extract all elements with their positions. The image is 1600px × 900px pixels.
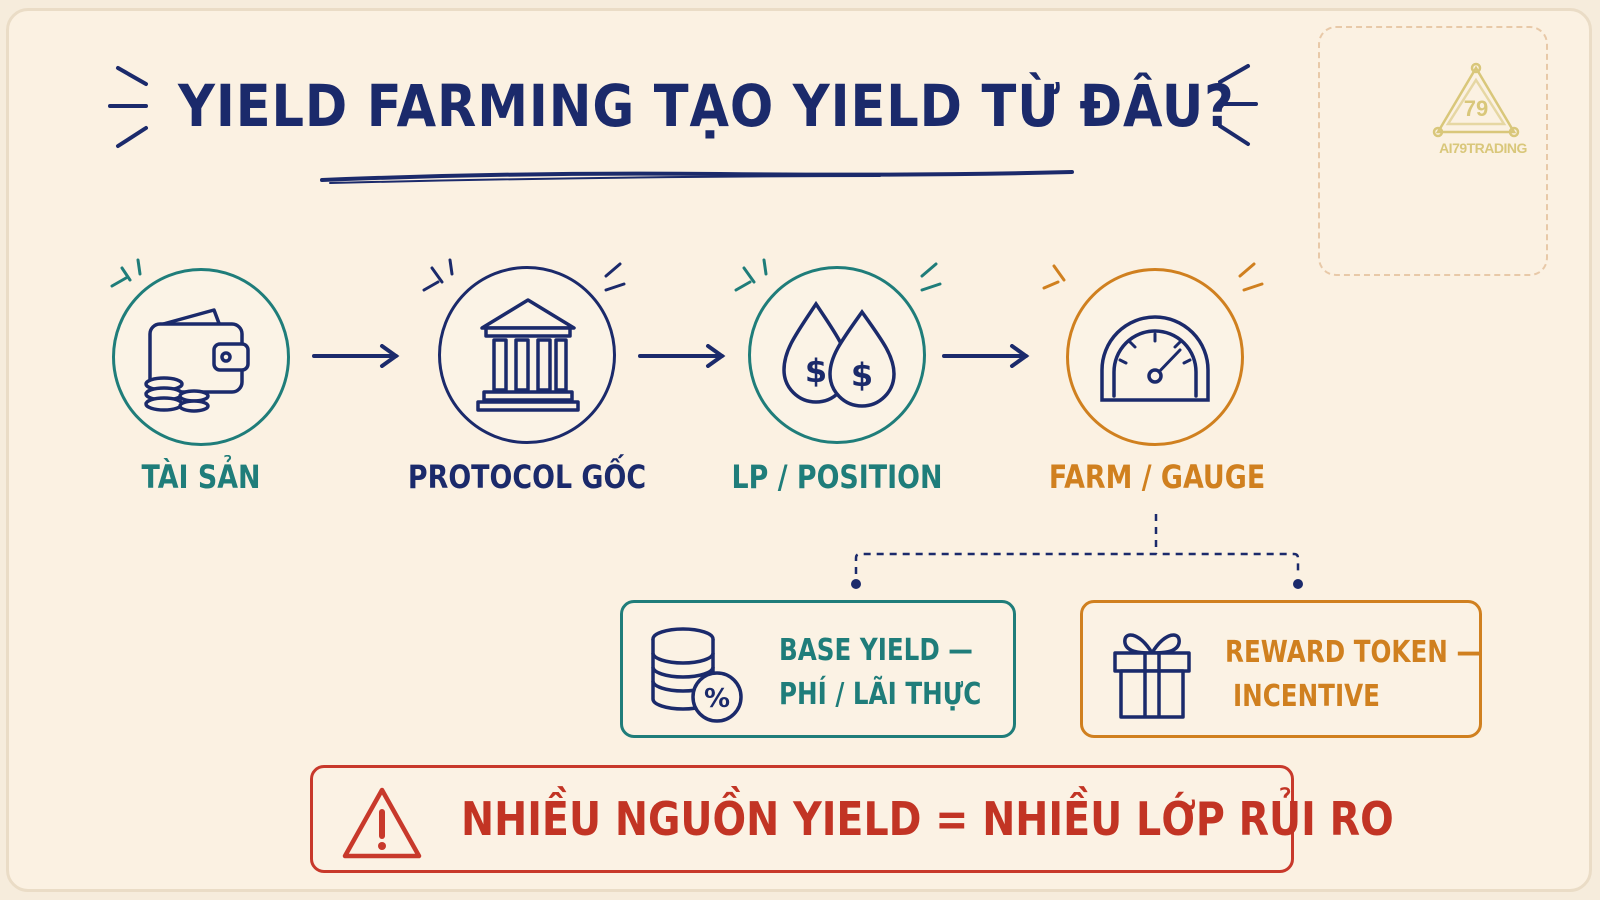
base-yield-line1: BASE YIELD — (779, 633, 973, 668)
canvas-frame (6, 8, 1592, 892)
logo-placeholder-box (1318, 26, 1548, 276)
svg-text:$: $ (851, 356, 873, 394)
step3-rays (734, 258, 942, 292)
wallet-icon (144, 308, 250, 413)
gauge-icon (1100, 315, 1210, 402)
base-yield-card: % BASE YIELD — PHÍ / LÃI THỰC (620, 600, 1016, 738)
risk-warning-banner: NHIỀU NGUỒN YIELD = NHIỀU LỚP RỦI RO (310, 765, 1394, 873)
warning-icon (342, 787, 422, 859)
title-underline (320, 170, 1074, 184)
reward-token-line2: INCENTIVE (1233, 679, 1380, 714)
reward-token-card: REWARD TOKEN — INCENTIVE (1080, 600, 1482, 738)
base-yield-line2: PHÍ / LÃI THỰC (779, 677, 982, 712)
arrow-1-icon (312, 344, 400, 368)
step-label-protocol: PROTOCOL GỐC (407, 458, 647, 496)
title-burst-left-icon (108, 66, 148, 148)
step1-rays (110, 258, 142, 288)
step-label-lp: LP / POSITION (731, 458, 943, 496)
page-title: YIELD FARMING TẠO YIELD TỪ ĐÂU? (178, 72, 1235, 140)
step4-rays (1042, 262, 1264, 292)
liquidity-drops-icon: $ $ (782, 300, 896, 408)
logo-mark: 79 (1464, 96, 1488, 121)
coin-stack-percent-icon: % (651, 627, 743, 723)
arrow-3-icon (942, 344, 1030, 368)
svg-text:%: % (704, 684, 730, 714)
gift-icon (1113, 633, 1191, 719)
step-label-assets: TÀI SẢN (141, 458, 261, 496)
title-burst-right-icon (1218, 64, 1258, 146)
step2-rays (422, 258, 626, 292)
reward-token-line1: REWARD TOKEN — (1225, 635, 1482, 670)
arrow-2-icon (638, 344, 726, 368)
step-label-farm: FARM / GAUGE (1048, 458, 1266, 496)
logo-text: AI79TRADING (1439, 140, 1527, 156)
ai79-logo-icon: 79 (1432, 62, 1520, 138)
bank-icon (476, 298, 580, 412)
step-circle-farm (1066, 268, 1244, 446)
risk-warning-text: NHIỀU NGUỒN YIELD = NHIỀU LỚP RỦI RO (461, 792, 1394, 846)
svg-text:$: $ (805, 352, 827, 390)
